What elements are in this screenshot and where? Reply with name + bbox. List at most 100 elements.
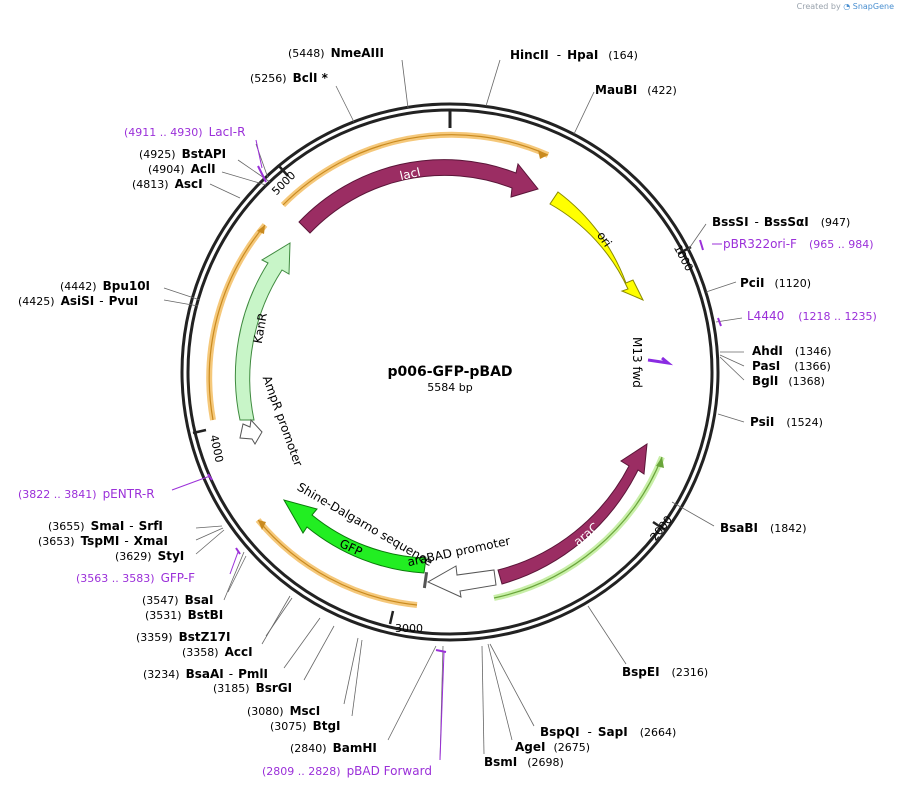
backbone-inner-circle	[186, 108, 714, 636]
site-bpu10i: (4442)Bpu10I	[60, 279, 150, 293]
bamhi-name: BamHI	[333, 741, 377, 755]
site-bcli: (5256)BclI *	[250, 71, 329, 85]
backbone-outer-circle	[180, 102, 720, 642]
pentrr-pos: (3822 .. 3841)	[18, 488, 97, 501]
lacI-glow-arrowhead	[538, 150, 548, 159]
bcli-pos: (5256)	[250, 72, 287, 85]
l4440-name: L4440	[747, 309, 784, 323]
site-bsaai: (3234)BsaAI-PmlI	[143, 667, 268, 681]
pasi-name: PasI	[752, 359, 780, 373]
tick-label-4000: 4000	[207, 434, 226, 464]
site-tspmi: (3653)TspMI-XmaI	[38, 534, 168, 548]
hincii-pos: (164)	[608, 49, 638, 62]
credit-brand: SnapGene	[852, 2, 894, 11]
site-maubi: MauBI(422)	[595, 83, 677, 97]
site-hincii: HincII-HpaI(164)	[510, 48, 638, 62]
site-bsmi: BsmI(2698)	[484, 755, 564, 769]
msci-name: MscI	[290, 704, 321, 718]
pbadfwd-pos: (2809 .. 2828)	[262, 765, 341, 778]
feature-glow-arcs	[206, 131, 665, 608]
bspei-name: BspEI	[622, 665, 660, 679]
site-bsabi: BsaBI(1842)	[720, 521, 807, 535]
primer-pbadfwd: (2809 .. 2828)pBAD Forward	[262, 764, 432, 778]
tick-4000	[192, 428, 207, 435]
site-bsai: (3547)BsaI	[142, 593, 213, 607]
site-msci: (3080)MscI	[247, 704, 320, 718]
pcii-pos: (1120)	[775, 277, 812, 290]
bsaai-pos: (3234)	[143, 668, 180, 681]
tspmi-pos: (3653)	[38, 535, 75, 548]
bsrgi-pos: (3185)	[213, 682, 250, 695]
bspei-pos: (2316)	[672, 666, 709, 679]
styi-pos: (3629)	[115, 550, 152, 563]
l4440-pos: (1218 .. 1235)	[798, 310, 877, 323]
agei-pos: (2675)	[553, 741, 590, 754]
pentrr-name: pENTR-R	[103, 487, 155, 501]
tick-3000	[388, 610, 395, 625]
site-agei: AgeI (2675)	[515, 740, 590, 754]
site-acci: (3358)AccI	[182, 645, 253, 659]
bsaai-name2: PmlI	[238, 667, 268, 681]
bsssi-pos: (947)	[821, 216, 851, 229]
gfp-arrow	[282, 499, 427, 574]
asisi-pos: (4425)	[18, 295, 55, 308]
btgi-pos: (3075)	[270, 720, 307, 733]
bspqi-pos: (2664)	[640, 726, 677, 739]
gfp-glow-arrowhead	[258, 520, 266, 530]
bstz17i-name: BstZ17I	[179, 630, 231, 644]
site-bsssi: BssSI-BssSαI(947)	[712, 215, 850, 229]
site-bspqi: BspQI-SapI(2664)	[540, 725, 676, 739]
smai-name2: SrfI	[139, 519, 163, 533]
pasi-pos: (1366)	[794, 360, 831, 373]
ori-arrow	[549, 191, 645, 301]
bstapi-name: BstAPI	[182, 147, 227, 161]
credit-prefix: Created by	[796, 2, 841, 11]
site-ahdi: AhdI(1346)	[752, 344, 831, 358]
site-btgi: (3075)BtgI	[270, 719, 341, 733]
agei-name: AgeI	[515, 740, 545, 754]
kanR-arrow	[234, 242, 291, 421]
arac-glow-arrowhead	[656, 457, 664, 468]
leader-lines	[163, 59, 745, 761]
m13-fwd-marker	[647, 356, 674, 366]
bstbi-pos: (3531)	[145, 609, 182, 622]
pbr322-pos: (965 .. 984)	[809, 238, 874, 251]
acli-pos: (4904)	[148, 163, 185, 176]
site-bgli: BglI (1368)	[752, 374, 825, 388]
ampR-promoter-label: AmpR promoter	[260, 374, 306, 468]
tick-2000	[652, 520, 666, 532]
site-bstbi: (3531) BstBI	[145, 608, 223, 622]
gfpf-pos: (3563 .. 3583)	[76, 572, 155, 585]
plasmid-name: p006-GFP-pBAD	[387, 364, 512, 380]
bgli-pos: (1368)	[788, 375, 825, 388]
plasmid-backbone	[180, 102, 720, 642]
plasmid-length: 5584 bp	[427, 381, 472, 394]
asisi-name2: PvuI	[109, 294, 139, 308]
maubi-name: MauBI	[595, 83, 637, 97]
m13-fwd-label: M13 fwd	[630, 337, 644, 388]
asci-name: AscI	[175, 177, 203, 191]
bsai-pos: (3547)	[142, 594, 179, 607]
acci-name: AccI	[225, 645, 253, 659]
kanR-glow-arrowhead	[257, 225, 265, 234]
site-pcii: PciI(1120)	[740, 276, 811, 290]
feature-arrows	[234, 159, 674, 598]
bgli-name: BglI	[752, 374, 778, 388]
primer-pentrr: (3822 .. 3841) pENTR-R	[18, 487, 155, 501]
smai-name: SmaI	[91, 519, 125, 533]
snapgene-credit: Created by ◔ SnapGene	[797, 2, 894, 11]
snapgene-logo-icon: ◔	[843, 2, 851, 11]
araC-arrow	[497, 443, 648, 585]
bpu10i-name: Bpu10I	[103, 279, 150, 293]
asci-pos: (4813)	[132, 178, 169, 191]
site-nmeaiii: (5448)NmeAIII	[288, 46, 384, 60]
tspmi-name2: XmaI	[134, 534, 168, 548]
asisi-name: AsiSI	[61, 294, 95, 308]
site-styi: (3629)StyI	[115, 549, 184, 563]
bstbi-name: BstBI	[188, 608, 224, 622]
bsaai-name: BsaAI	[186, 667, 224, 681]
arac-glow-line	[493, 456, 663, 599]
lacir-name: LacI-R	[209, 125, 246, 139]
site-bstapi: (4925)BstAPI	[139, 147, 226, 161]
